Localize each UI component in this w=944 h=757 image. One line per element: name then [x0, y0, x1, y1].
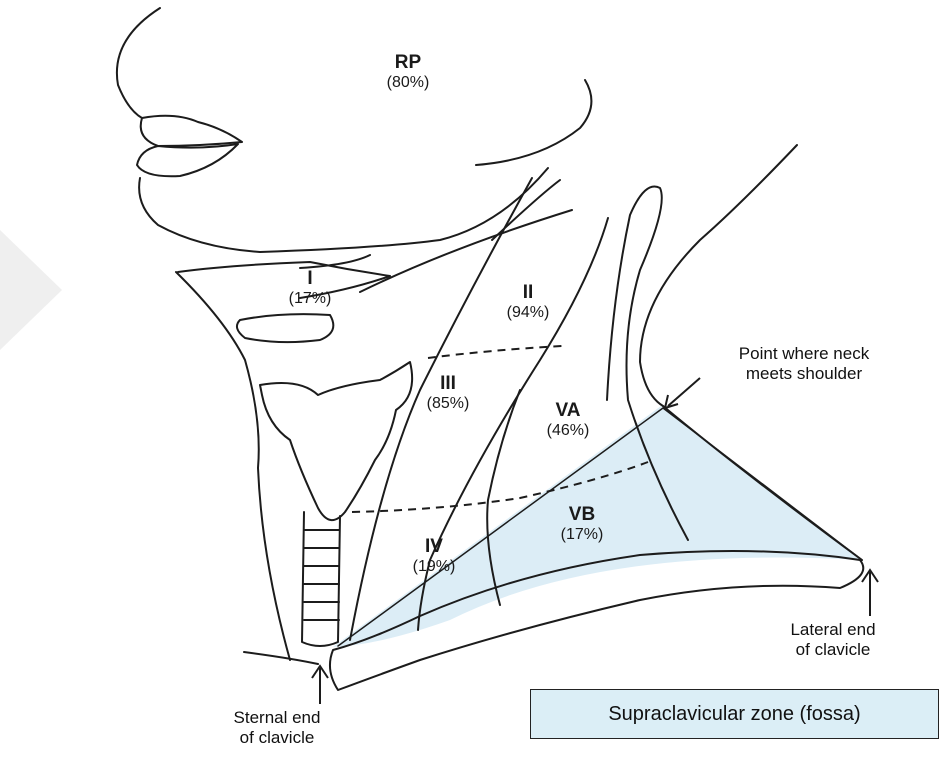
lower-lip [137, 144, 238, 176]
level-i-name: I [270, 268, 350, 290]
neck-shoulder-line-1: Point where neck [694, 344, 914, 364]
level-vb-percent: (17%) [542, 526, 622, 544]
jaw-angle-line [476, 80, 591, 165]
level-iii-name: III [408, 373, 488, 395]
digastric-line-2 [360, 210, 572, 292]
level-va-label: VA (46%) [528, 400, 608, 440]
supraclavicular-legend-text: Supraclavicular zone (fossa) [608, 703, 860, 726]
level-ii-name: II [488, 282, 568, 304]
lateral-clavicle-line-2: of clavicle [768, 640, 898, 660]
level-iii-percent: (85%) [408, 395, 488, 413]
supraclavicular-legend: Supraclavicular zone (fossa) [530, 689, 939, 739]
level-iv-name: IV [394, 536, 474, 558]
level-vb-name: VB [542, 504, 622, 526]
level-ii-percent: (94%) [488, 304, 568, 322]
sternal-clavicle-line-2: of clavicle [212, 728, 342, 748]
hyoid-outline [237, 314, 333, 342]
level-ii-label: II (94%) [488, 282, 568, 322]
level-rp-label: RP (80%) [368, 52, 448, 92]
level-rp-name: RP [368, 52, 448, 74]
sternal-clavicle-line-1: Sternal end [212, 708, 342, 728]
level-i-percent: (17%) [270, 290, 350, 308]
level-vb-label: VB (17%) [542, 504, 622, 544]
upper-lip [141, 116, 242, 146]
sternal-clavicle-annotation: Sternal end of clavicle [212, 708, 342, 749]
level-iii-label: III (85%) [408, 373, 488, 413]
thyroid-cartilage [260, 362, 412, 520]
face-profile-line [117, 8, 160, 118]
level-va-percent: (46%) [528, 422, 608, 440]
neck-shoulder-line-2: meets shoulder [694, 364, 914, 384]
level-i-label: I (17%) [270, 268, 350, 308]
level-iv-label: IV (19%) [394, 536, 474, 576]
neck-shoulder-arrow-head [665, 395, 678, 408]
front-of-neck-line [176, 272, 290, 660]
sternum-line [244, 652, 318, 664]
trachea-outline [302, 512, 340, 646]
level-iv-percent: (19%) [394, 558, 474, 576]
lateral-clavicle-line-1: Lateral end [768, 620, 898, 640]
neck-shoulder-annotation: Point where neck meets shoulder [694, 344, 914, 385]
level-rp-percent: (80%) [368, 74, 448, 92]
lateral-clavicle-annotation: Lateral end of clavicle [768, 620, 898, 661]
level-va-name: VA [528, 400, 608, 422]
